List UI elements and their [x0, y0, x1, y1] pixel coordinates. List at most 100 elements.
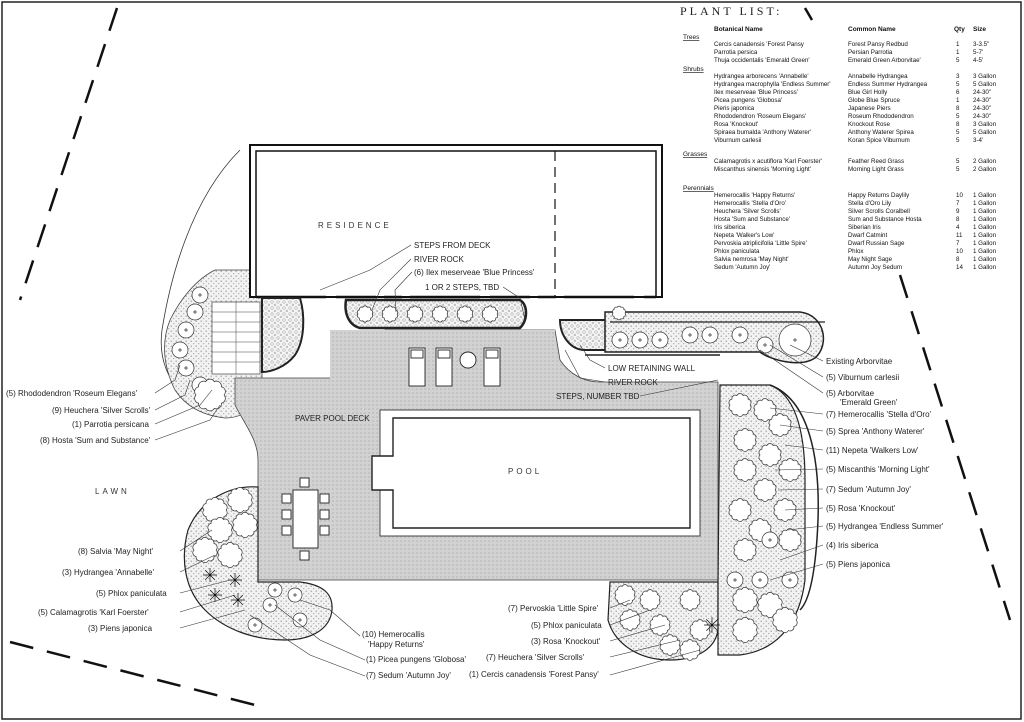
plant-row-qty: 8	[956, 256, 960, 263]
shrub-center-mark	[763, 343, 767, 347]
rock-bed	[261, 297, 305, 374]
perennial-symbol	[728, 393, 752, 417]
callout-ilex: (6) Ilex meserveae 'Blue Princess'	[414, 268, 535, 277]
header-qty: Qty	[954, 26, 965, 33]
perennial-symbol	[194, 378, 226, 412]
shrub-center-mark	[708, 333, 712, 337]
plant-row-botanical-name: Nepeta 'Walker's Low'	[714, 232, 774, 239]
callout-miscanthus: (5) Miscanthis 'Morning Light'	[826, 465, 930, 474]
callout-nepeta: (11) Nepeta 'Walkers Low'	[826, 446, 919, 455]
plant-row-botanical-name: Hydrangea macrophylla 'Endless Summer'	[714, 81, 831, 88]
perennial-symbol	[431, 305, 449, 323]
callout-steps-from-deck: STEPS FROM DECK	[414, 241, 491, 250]
shrub-center-mark	[738, 333, 742, 337]
plant-row-botanical-name: Salvia nemrosa 'May Night'	[714, 256, 789, 263]
plant-row-botanical-name: Sedum 'Autumn Joy'	[714, 264, 770, 271]
callout-sedum: (7) Sedum 'Autumn Joy'	[366, 671, 451, 680]
callout-arborvitae-2: 'Emerald Green'	[840, 398, 898, 407]
grass-symbol	[231, 593, 245, 607]
callout-rosa-2: (5) Rosa 'Knockout'	[826, 504, 896, 513]
callout-phlox: (5) Phlox paniculata	[96, 589, 167, 598]
perennial-symbol	[728, 498, 752, 522]
perennial-symbol	[217, 542, 243, 568]
plant-row-botanical-name: Hemerocallis 'Stella d'Oro'	[714, 200, 786, 207]
pool-furniture	[408, 347, 501, 387]
perennial-symbol	[679, 639, 701, 661]
plant-row-size: 3 Gallon	[973, 73, 997, 80]
callout-rhododendron: (5) Rhododendron 'Roseum Elegans'	[6, 389, 138, 398]
shrub-center-mark	[253, 623, 257, 627]
perennial-symbol	[778, 528, 802, 552]
property-line	[803, 7, 814, 21]
grass-symbol	[203, 568, 217, 582]
plant-row-botanical-name: Calamagrotis x acutiflora 'Karl Foerster…	[714, 158, 822, 165]
plant-row-qty: 1	[956, 49, 960, 56]
perennial-symbol	[619, 609, 641, 631]
callout-parrotia: (1) Parrotia persicana	[72, 420, 149, 429]
leader-lines	[154, 244, 824, 677]
plant-row-size: 1 Gallon	[973, 264, 997, 271]
perennial-symbol	[649, 614, 671, 636]
perennial-symbol	[192, 537, 218, 563]
plant-row-qty: 3	[956, 73, 960, 80]
plant-row-common-name: Happy Returns Daylily	[848, 192, 910, 199]
callout-rosa: (3) Rosa 'Knockout'	[531, 637, 601, 646]
shrub-center-mark	[768, 538, 772, 542]
plant-row-qty: 5	[956, 166, 960, 173]
paver-deck-label: PAVER POOL DECK	[295, 414, 370, 423]
plant-row-botanical-name: Parrotia persica	[714, 49, 758, 56]
plant-row-common-name: Persian Parrotia	[848, 49, 893, 56]
plant-row-size: 24-30"	[973, 105, 991, 112]
plant-row-size: 2 Gallon	[973, 158, 997, 165]
plant-row-common-name: Forest Pansy Redbud	[848, 41, 908, 48]
plant-row-common-name: Globe Blue Spruce	[848, 97, 900, 104]
plant-row-common-name: Morning Light Grass	[848, 166, 904, 173]
shrub-center-mark	[193, 310, 197, 314]
plant-row-common-name: Endless Summer Hydrangea	[848, 81, 928, 88]
callout-river-rock-2: RIVER ROCK	[608, 378, 658, 387]
plant-row-common-name: Silver Scrolls Coralbell	[848, 208, 910, 215]
shrub-center-mark	[688, 333, 692, 337]
plant-row-botanical-name: Thuja occidentalis 'Emerald Green'	[714, 57, 810, 64]
plant-row-qty: 5	[956, 129, 960, 136]
property-line	[18, 7, 119, 301]
plant-row-common-name: Roseum Rhododendron	[848, 113, 914, 120]
plant-row-size: 1 Gallon	[973, 248, 997, 255]
perennial-symbol	[227, 487, 253, 513]
callout-pieris: (3) Piens japonica	[88, 624, 153, 633]
plant-row-qty: 8	[956, 121, 960, 128]
plant-row-botanical-name: Miscanthus sinensis 'Morning Light'	[714, 166, 811, 173]
shrub-center-mark	[298, 618, 302, 622]
plant-row-size: 1 Gallon	[973, 240, 997, 247]
category-grasses: Grasses	[683, 151, 708, 158]
plant-row-qty: 11	[956, 232, 963, 239]
shrub-center-mark	[618, 338, 622, 342]
plant-row-botanical-name: Ilex meserveae 'Blue Princess'	[714, 89, 798, 96]
dining-table	[281, 477, 330, 561]
plant-row-size: 1 Gallon	[973, 208, 997, 215]
perennial-symbol	[659, 634, 681, 656]
callout-retaining-wall: LOW RETAINING WALL	[608, 364, 696, 373]
plant-row-size: 24-30"	[973, 97, 991, 104]
plant-row-qty: 5	[956, 57, 960, 64]
plant-row-size: 3-3.5"	[973, 41, 989, 48]
plant-row-botanical-name: Picea pungens 'Globosa'	[714, 97, 782, 104]
perennial-symbol	[758, 443, 782, 467]
plant-row-botanical-name: Iris siberica	[714, 224, 746, 231]
plant-row-qty: 6	[956, 89, 960, 96]
property-line	[898, 274, 1012, 621]
perennial-symbol	[772, 607, 798, 633]
perennial-symbol	[481, 305, 499, 323]
shrub-center-mark	[793, 338, 797, 342]
shrub-center-mark	[184, 366, 188, 370]
callout-existing-arborvitae: Existing Arborvitae	[826, 357, 893, 366]
plant-row-qty: 14	[956, 264, 963, 271]
header-common: Common Name	[848, 26, 896, 33]
pool-label: POOL	[508, 467, 542, 476]
plant-row-size: 1 Gallon	[973, 200, 997, 207]
category-perennials: Perennials	[683, 185, 714, 192]
shrub-center-mark	[638, 338, 642, 342]
perennial-symbol	[733, 428, 757, 452]
plant-row-botanical-name: Viburnum carlesii	[714, 137, 761, 144]
